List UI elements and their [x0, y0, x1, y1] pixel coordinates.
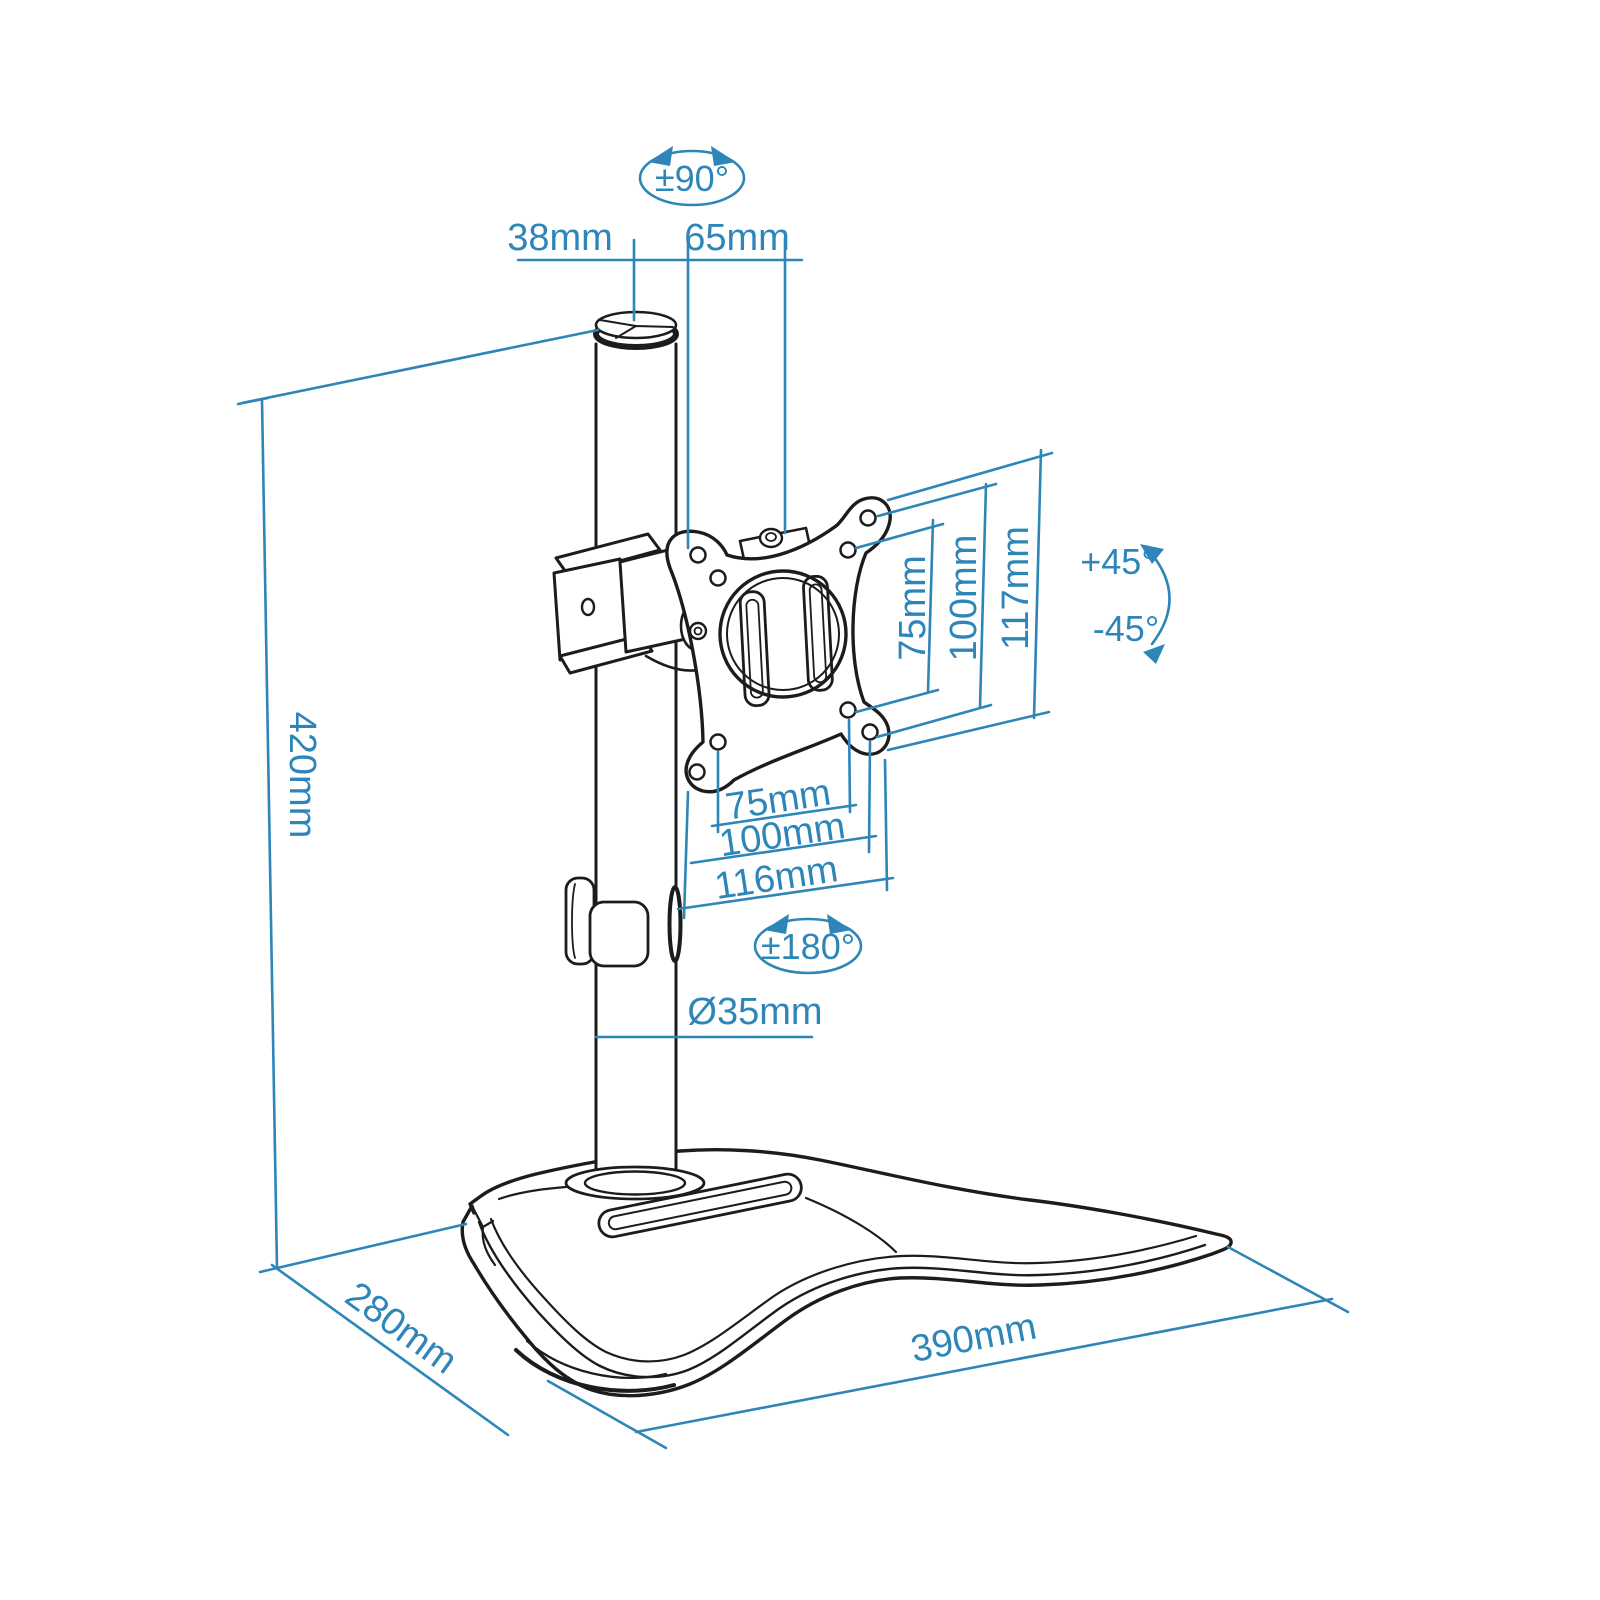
- pole-cap-seams: [599, 319, 674, 339]
- base-rim-1: [477, 1220, 1207, 1379]
- dim-vesa-horizontal-lines: [676, 718, 895, 920]
- clamp-screw-hole: [580, 597, 596, 617]
- tilt-down-label: -45°: [1093, 608, 1159, 649]
- dimension-lines: [236, 146, 1350, 1450]
- base-tip-step: [470, 1204, 497, 1267]
- vesa-ring-outer: [718, 569, 848, 699]
- base-rim-2: [489, 1217, 1198, 1363]
- base-collar-inner: [583, 1170, 687, 1196]
- vesa-slots: [738, 574, 834, 708]
- vesa-ring-inner: [726, 577, 840, 691]
- pole-slot: [667, 885, 683, 963]
- vesa-holes: [688, 509, 879, 781]
- monitor-stand-line-art: [460, 310, 1233, 1398]
- pole: [564, 310, 706, 1201]
- top-offset-label: 65mm: [684, 217, 790, 259]
- dim-base-lines: [258, 1222, 1350, 1450]
- rotation-label: ±180°: [761, 926, 855, 967]
- base-crease-right: [804, 1196, 898, 1254]
- base: [460, 1148, 1233, 1398]
- top-width-label: 38mm: [507, 217, 613, 259]
- dim-height-lines: [236, 328, 600, 1270]
- tilt-up-label: +45°: [1080, 541, 1155, 582]
- base-foot-arc: [514, 1348, 676, 1393]
- pivot-screw: [688, 621, 708, 641]
- clamp-top-yoke: [554, 532, 662, 577]
- pole-height-label: 420mm: [281, 712, 323, 839]
- swivel-indicator: [638, 146, 746, 207]
- swivel-label: ±90°: [655, 158, 729, 199]
- dim-top-lines: [516, 236, 804, 550]
- pole-cap: [593, 310, 679, 350]
- base-handle-slot: [597, 1172, 803, 1239]
- vesa-plate: [665, 496, 892, 794]
- dim-vesa-vertical-lines: [854, 448, 1054, 752]
- base-depth-label: 280mm: [337, 1274, 464, 1382]
- vesa-vert-inner-label: 75mm: [892, 555, 934, 661]
- tilt-indicator: [1140, 544, 1171, 664]
- base-crease-left: [497, 1185, 568, 1201]
- base-width-label: 390mm: [908, 1306, 1040, 1371]
- plate-height-label: 117mm: [995, 526, 1037, 650]
- pole-diameter-label: Ø35mm: [687, 991, 822, 1033]
- vesa-vert-outer-label: 100mm: [943, 535, 985, 662]
- rotation-indicator: [753, 914, 863, 975]
- cable-clip: [564, 876, 650, 968]
- base-foot-arc-2: [525, 1339, 668, 1379]
